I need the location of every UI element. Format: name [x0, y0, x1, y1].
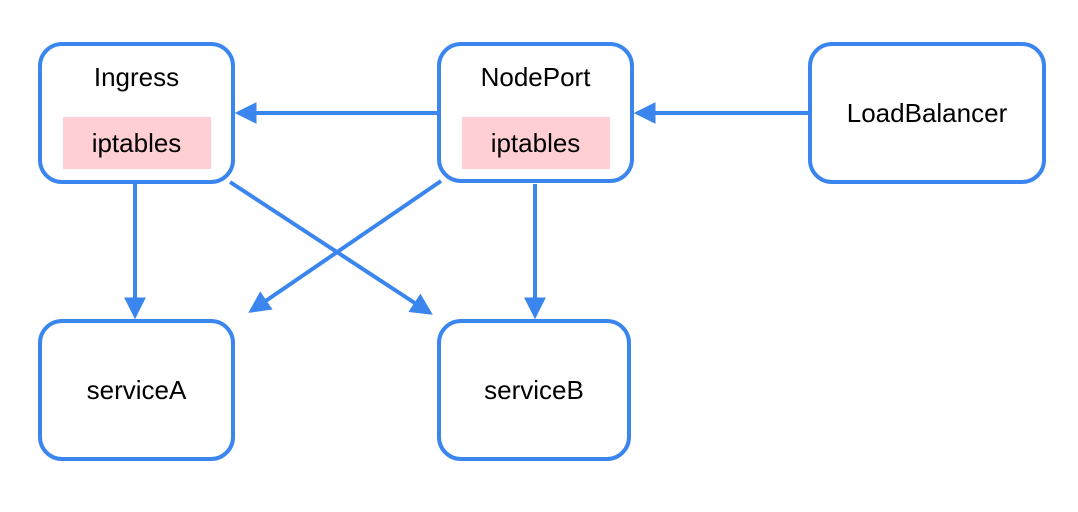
node-loadbalancer: LoadBalancer [808, 42, 1046, 184]
node-servicea-label: serviceA [86, 375, 187, 405]
node-nodeport: NodePort iptables [437, 42, 634, 183]
edge-ingress-to-serviceb [228, 180, 433, 315]
node-ingress-iptables-badge: iptables [62, 117, 211, 169]
edge-nodeport-to-servicea [248, 179, 443, 313]
node-serviceb: serviceB [437, 319, 631, 461]
node-serviceb-label: serviceB [484, 375, 584, 405]
node-ingress-label: Ingress [93, 62, 180, 92]
node-ingress: Ingress iptables [38, 42, 235, 184]
node-nodeport-label: NodePort [480, 62, 591, 92]
node-nodeport-iptables-badge: iptables [461, 117, 610, 169]
node-servicea: serviceA [38, 319, 235, 461]
node-loadbalancer-label: LoadBalancer [846, 98, 1008, 128]
